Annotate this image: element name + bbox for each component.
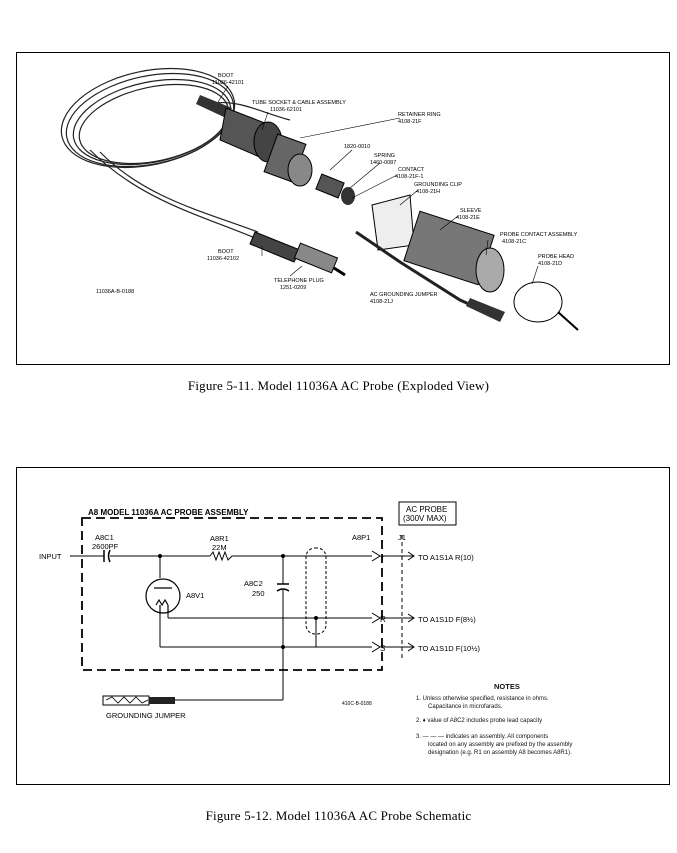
input-label: INPUT <box>39 552 62 561</box>
output-s-label: TO A1S1D F(10½) <box>418 644 480 653</box>
figure-5-11-caption: Figure 5-11. Model 11036A AC Probe (Expl… <box>187 378 490 393</box>
resistor-a8r1 <box>209 550 233 562</box>
label-telephone-plug: TELEPHONE PLUG <box>274 278 324 284</box>
note-2: 2. ♦ value of A8C2 includes probe lead c… <box>416 718 542 724</box>
capacitor-a8c2 <box>276 583 290 592</box>
label-tube-socket: TUBE SOCKET & CABLE ASSEMBLY <box>252 100 346 106</box>
a8v1-label: A8V1 <box>186 591 204 600</box>
drawing-no-fig2: 410C-B-0188 <box>342 701 372 707</box>
label-boot-bottom: BOOT <box>218 249 234 255</box>
junction-dots <box>158 554 318 649</box>
label-grounding-clip: GROUNDING CLIP <box>414 182 462 188</box>
label-spring: SPRING <box>374 153 395 159</box>
note-3c: designation (e.g. R1 on assembly A8 beco… <box>428 750 572 756</box>
label-tube-socket-pn: 11036-62101 <box>270 107 302 113</box>
ac-probe-label: AC PROBE <box>406 505 447 514</box>
label-contact: CONTACT <box>398 167 425 173</box>
label-probe-head-pn: 4108-21D <box>538 261 562 267</box>
note-1a: 1. Unless otherwise specified, resistanc… <box>416 696 549 702</box>
a8c1-label: A8C1 <box>95 533 114 542</box>
j1-label: J1 <box>398 533 406 542</box>
output-r-label: TO A1S1D F(8½) <box>418 615 476 624</box>
grounding-jumper-clip <box>102 695 175 706</box>
label-ac-jumper: AC GROUNDING JUMPER <box>370 292 438 298</box>
label-telephone-plug-pn: 1251-0209 <box>280 285 306 291</box>
label-part-1820: 1820-0010 <box>344 144 370 150</box>
schematic-wires <box>70 555 414 701</box>
assembly-title: A8 MODEL 11036A AC PROBE ASSEMBLY <box>88 508 249 517</box>
leader-lines <box>217 85 539 285</box>
a8r1-value: 22M <box>212 543 227 552</box>
ac-probe-max: (300V MAX) <box>403 514 447 523</box>
telephone-plug <box>249 231 346 277</box>
connector-arrows <box>371 550 415 653</box>
a8r1-label: A8R1 <box>210 534 229 543</box>
a8c2-value: 250 <box>252 589 265 598</box>
label-retainer-ring-pn: 4108-21F <box>398 119 422 125</box>
pin-t-label: T <box>380 555 385 564</box>
label-boot-bottom-pn: 11036-42102 <box>207 256 239 262</box>
label-probe-head: PROBE HEAD <box>538 254 574 260</box>
tube-socket-assembly <box>196 95 355 205</box>
note-1b: Capacitance in microfarads. <box>428 704 503 710</box>
pin-r-label: R <box>380 615 386 624</box>
label-probe-contact-pn: 4108-21C <box>502 239 526 245</box>
label-retainer-ring: RETAINER RING <box>398 112 441 118</box>
coiled-cable <box>60 67 291 239</box>
grounding-jumper-label: GROUNDING JUMPER <box>106 711 186 720</box>
note-3b: located on any assembly are prefixed by … <box>428 742 572 748</box>
a8p1-label: A8P1 <box>352 533 370 542</box>
output-t-label: TO A1S1A R(10) <box>418 553 474 562</box>
label-grounding-clip-pn: 4108-21H <box>416 189 440 195</box>
label-boot-top: BOOT <box>218 73 234 79</box>
figure-5-12-caption: Figure 5-12. Model 11036A AC Probe Schem… <box>205 808 472 823</box>
label-ac-jumper-pn: 4108-21J <box>370 299 393 305</box>
capacitor-a8c1 <box>103 549 111 563</box>
notes-title: NOTES <box>494 682 520 691</box>
note-3a: 3. — — — indicates an assembly. All comp… <box>416 734 548 740</box>
a8c1-value: 2600PF <box>92 542 119 551</box>
label-spring-pn: 1460-0087 <box>370 160 396 166</box>
label-contact-pn: 4108-21F-1 <box>395 174 423 180</box>
label-probe-contact: PROBE CONTACT ASSEMBLY <box>500 232 578 238</box>
label-boot-top-pn: 11036-42101 <box>212 80 244 86</box>
pin-s-label: S <box>380 644 385 653</box>
assembly-dashed-box <box>81 517 383 671</box>
figure-5-12-frame <box>16 467 670 785</box>
label-sleeve: SLEEVE <box>460 208 482 214</box>
label-drawing-no-fig1: 11036A-B-0188 <box>96 289 134 295</box>
probe-body <box>355 194 579 331</box>
a8c2-label: A8C2 <box>244 579 263 588</box>
ac-probe-box <box>398 501 457 526</box>
label-sleeve-pn: 4108-21E <box>456 215 480 221</box>
tube-a8v1 <box>145 578 181 614</box>
figure-5-11-frame <box>16 52 670 365</box>
shielded-cable <box>305 547 327 635</box>
